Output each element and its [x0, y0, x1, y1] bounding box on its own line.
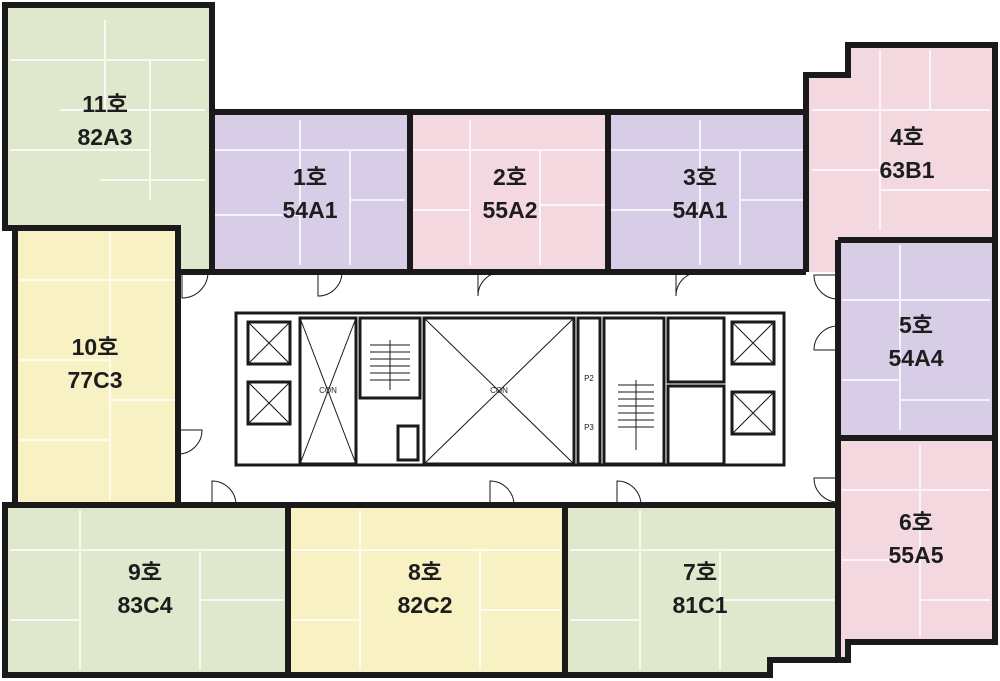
tag-p2: P2 [584, 374, 594, 383]
unit-1-name: 1호 [293, 164, 327, 190]
shaft-left [298, 316, 358, 466]
unit-4[interactable] [806, 45, 995, 272]
tag-p3: P3 [584, 423, 594, 432]
unit-7-name: 7호 [683, 559, 717, 585]
unit-6[interactable] [838, 438, 995, 660]
door-swings [177, 271, 839, 506]
unit-3-type: 54A1 [673, 197, 728, 223]
unit-1-type: 54A1 [283, 197, 338, 223]
unit-1[interactable] [212, 112, 410, 272]
unit-10-type: 77C3 [68, 367, 123, 393]
unit-labels: 11호 82A3 1호 54A1 2호 55A2 3호 54A1 4호 63B1… [68, 91, 944, 618]
unit-10[interactable] [15, 228, 178, 505]
elevator-left-top [246, 320, 292, 366]
unit-2-type: 55A2 [483, 197, 538, 223]
shaft-center [422, 316, 576, 466]
unit-7[interactable] [565, 505, 838, 675]
unit-7-type: 81C1 [673, 592, 728, 618]
unit-8[interactable] [288, 505, 565, 675]
central-core: CON CON P2 P3 [234, 311, 786, 467]
unit-3[interactable] [608, 112, 806, 272]
unit-6-name: 6호 [899, 509, 933, 535]
interior-walls [10, 20, 990, 670]
units-layer [5, 5, 995, 675]
unit-10-name: 10호 [72, 334, 119, 360]
unit-5-type: 54A4 [889, 345, 944, 371]
unit-5-name: 5호 [899, 312, 933, 338]
unit-2-name: 2호 [493, 164, 527, 190]
unit-8-type: 82C2 [398, 592, 453, 618]
shaft-left-label: CON [319, 386, 337, 395]
unit-9-name: 9호 [128, 559, 162, 585]
unit-11-type: 82A3 [78, 124, 133, 150]
unit-4-type: 63B1 [880, 157, 935, 183]
unit-9-type: 83C4 [118, 592, 173, 618]
unit-8-name: 8호 [408, 559, 442, 585]
shaft-center-label: CON [490, 386, 508, 395]
unit-4-name: 4호 [890, 124, 924, 150]
pipe-strip [576, 316, 602, 466]
elevator-left-bottom [246, 380, 292, 426]
unit-11-name: 11호 [82, 91, 127, 117]
unit-3-name: 3호 [683, 164, 717, 190]
stair-left [358, 316, 422, 400]
elevator-right-bottom [730, 390, 776, 436]
unit-9[interactable] [5, 505, 288, 675]
unit-5[interactable] [838, 240, 995, 438]
unit-6-type: 55A5 [889, 542, 944, 568]
unit-11[interactable] [5, 5, 215, 272]
stair-right [602, 316, 666, 466]
unit-2[interactable] [410, 112, 608, 272]
elevator-right-top [730, 320, 776, 366]
